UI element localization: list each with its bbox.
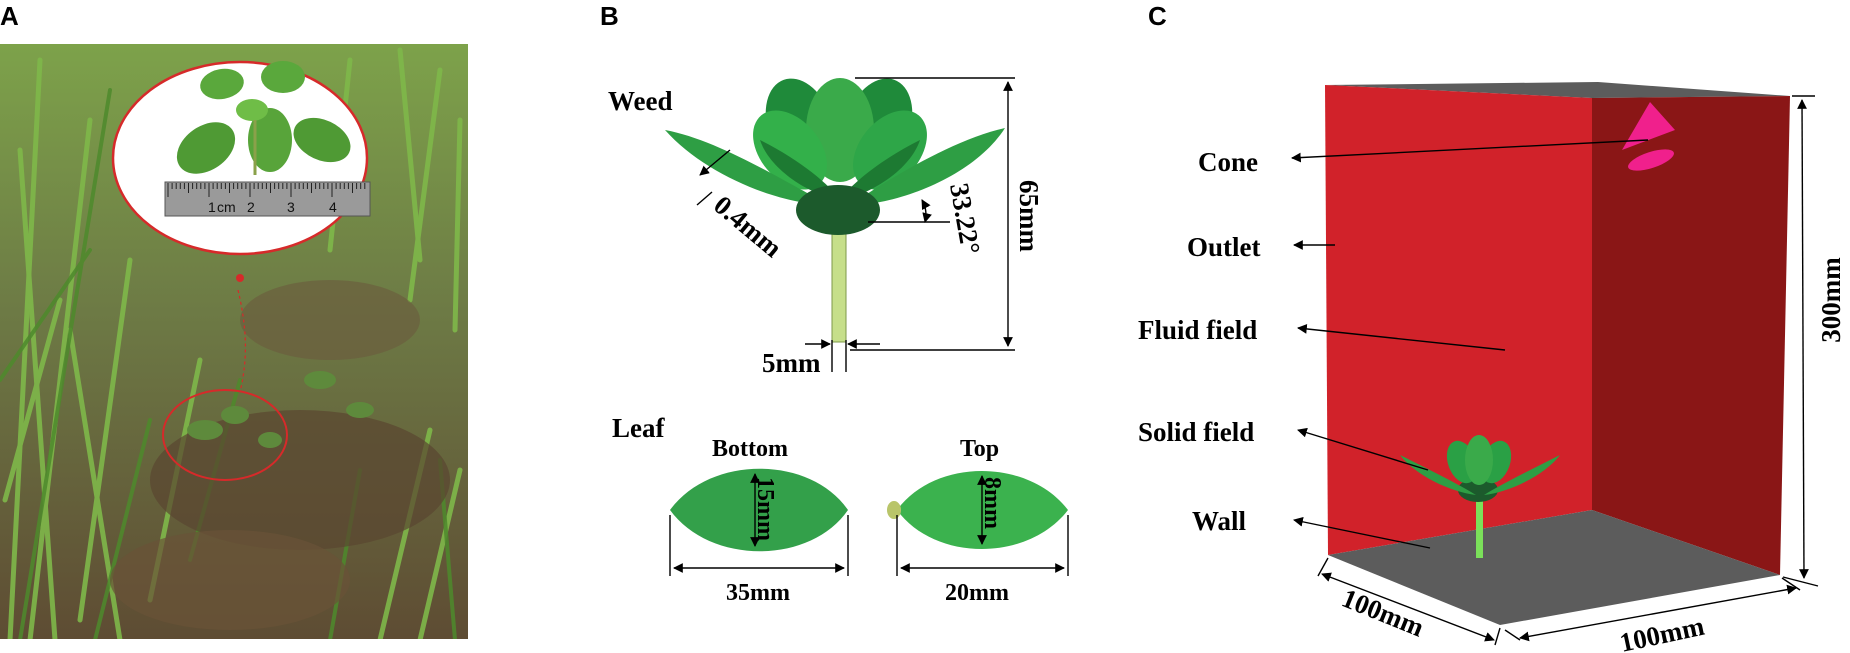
ruler-label-4: 4 [329,199,337,215]
box-labels: Cone Outlet Fluid field Solid field Wall [1138,139,1649,549]
ruler-label-1: 1 [208,199,216,215]
label-fluid-field: Fluid field [1138,315,1257,345]
bottom-height: 15mm [752,477,778,541]
box-front-wall [1325,85,1592,555]
label-outlet: Outlet [1187,232,1261,262]
box-height-label: 300mm [1816,257,1846,343]
simulation-box [1325,82,1790,625]
ruler-label-3: 3 [287,199,295,215]
weed-label: Weed [608,86,673,116]
panel-letter-a: A [0,1,19,31]
bottom-width: 35mm [726,580,790,606]
label-cone: Cone [1198,147,1258,177]
ruler-unit: cm [217,199,236,215]
bottom-title: Bottom [712,436,788,462]
top-leaf: Top 8mm 20mm [887,436,1069,606]
box-top [1325,82,1790,98]
top-title: Top [960,436,999,462]
panel-a: A [0,1,468,639]
box-weed [1400,435,1560,558]
ruler-label-2: 2 [247,199,255,215]
inset-closeup: 1 cm 2 3 4 [111,60,371,256]
box-depth-label: 100mm [1338,583,1429,643]
bottom-leaf: Bottom 15mm 35mm [669,436,849,606]
height-label: 65mm [1014,180,1044,252]
angle-label: 33.22° [944,181,986,257]
top-height: 8mm [979,477,1005,529]
label-wall: Wall [1192,506,1247,536]
box-width-label: 100mm [1617,611,1707,653]
leaf-label: Leaf [612,413,665,443]
top-width: 20mm [945,580,1009,606]
label-solid-field: Solid field [1138,417,1254,447]
panel-letter-c: C [1148,1,1167,31]
box-side-wall [1592,96,1790,575]
panel-b: B Weed 65mm [600,1,1069,606]
ruler: 1 cm 2 3 4 [164,181,371,217]
panel-letter-b: B [600,1,619,31]
thickness-label: 0.4mm [708,190,788,264]
sample-weed [176,61,351,175]
stem-label: 5mm [762,348,821,378]
spray-cone [1622,102,1675,150]
panel-c: C Cone Outlet [1138,1,1846,653]
weed-model [665,78,1005,343]
weed-marker-ellipse [162,389,288,481]
